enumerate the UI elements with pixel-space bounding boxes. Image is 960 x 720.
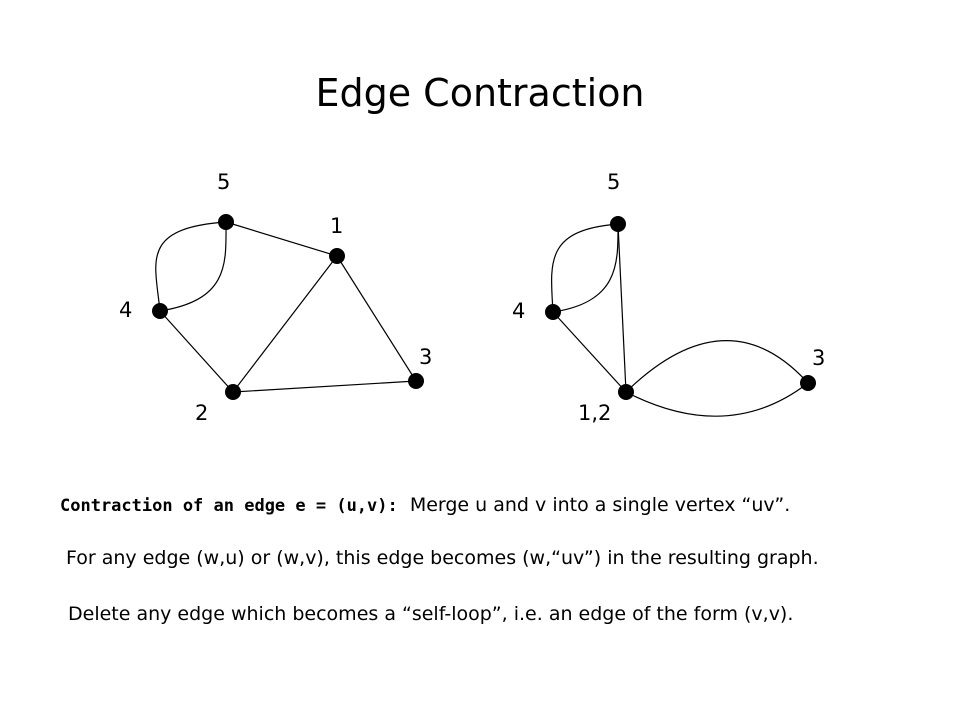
edge-4-2 (159, 310, 234, 393)
edge-5-4-inner (552, 223, 619, 313)
vertex-3 (800, 375, 816, 391)
edge-rule-line: For any edge (w,u) or (w,v), this edge b… (66, 547, 819, 569)
vertex-5 (610, 216, 626, 232)
original-graph: 5 1 4 3 2 (119, 170, 432, 425)
vertex-label-3: 3 (812, 346, 825, 370)
edge-5-12 (617, 223, 627, 393)
edge-12-3-lower (625, 382, 809, 417)
definition-line: Contraction of an edge e = (u,v): Merge … (60, 493, 790, 518)
vertex-4 (152, 303, 168, 319)
slide-title: Edge Contraction (315, 71, 645, 115)
edge-5-4-inner (159, 221, 227, 312)
vertex-1 (329, 248, 345, 264)
vertex-label-2: 2 (195, 401, 208, 425)
vertex-5 (218, 214, 234, 230)
vertex-label-4: 4 (512, 299, 525, 323)
edge-2-3 (232, 380, 417, 393)
vertex-3 (408, 373, 424, 389)
edge-12-3-upper (625, 340, 809, 393)
contracted-graph: 5 4 3 1,2 (512, 170, 825, 425)
vertex-1-2 (618, 384, 634, 400)
vertex-label-4: 4 (119, 298, 132, 322)
self-loop-rule-line: Delete any edge which becomes a “self-lo… (68, 603, 794, 625)
vertex-label-5: 5 (607, 170, 620, 194)
vertex-label-1: 1 (330, 214, 343, 238)
definition-term: Contraction of an edge e = (u,v): (60, 496, 398, 516)
definition-text: Merge u and v into a single vertex “uv”. (409, 494, 791, 516)
edge-4-12 (552, 311, 627, 393)
edge-5-4-outer (550, 223, 619, 313)
edge-1-2 (232, 255, 338, 393)
edge-5-1 (225, 221, 338, 257)
vertex-label-5: 5 (217, 170, 230, 194)
vertex-label-3: 3 (419, 345, 432, 369)
vertex-label-1-2: 1,2 (578, 401, 611, 425)
edge-1-3 (336, 255, 417, 382)
vertex-2 (225, 384, 241, 400)
edge-5-4-outer (155, 221, 227, 312)
vertex-4 (545, 304, 561, 320)
